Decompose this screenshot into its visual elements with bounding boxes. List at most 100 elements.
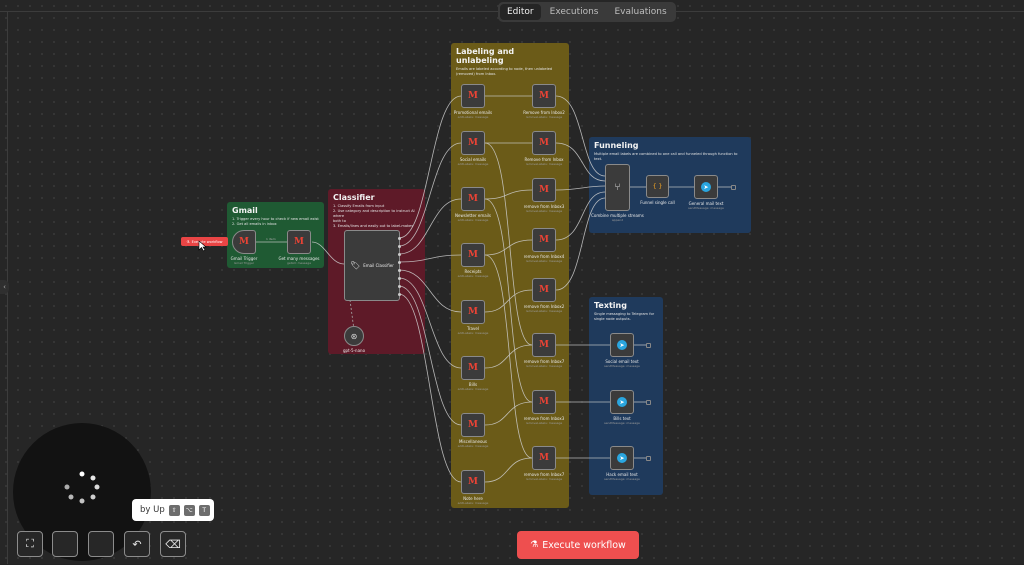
label-email-5-node[interactable]: M: [461, 300, 485, 324]
t-key: T: [198, 504, 210, 516]
remove-inbox-8-sub: removeLabels: message: [525, 477, 563, 481]
remove-inbox-1-sub: removeLabels: message: [525, 115, 563, 119]
execute-workflow-label: Execute workflow: [542, 539, 626, 551]
label-email-1-node[interactable]: M: [461, 84, 485, 108]
view-tabs: Editor Executions Evaluations: [498, 2, 676, 22]
shortcut-tooltip: by Up ⇧ ⌥ T: [132, 499, 214, 521]
gmail-icon: M: [468, 362, 478, 373]
gmail-icon: M: [468, 249, 478, 260]
sticky-classifier-title: Classifier: [333, 193, 375, 202]
funnel-single-call-node[interactable]: { }: [646, 175, 669, 198]
social-email-text-node[interactable]: ➤: [610, 333, 634, 357]
label-email-8-node[interactable]: M: [461, 470, 485, 494]
remove-inbox-5-sub: removeLabels: message: [525, 309, 563, 313]
remove-inbox-8-node[interactable]: M: [532, 446, 556, 470]
gmail-icon: M: [468, 137, 478, 148]
classifier-output-handle[interactable]: [398, 293, 401, 296]
remove-inbox-2-sub: removeLabels: message: [525, 162, 563, 166]
label-email-7-sub: addLabels: message: [457, 444, 489, 448]
gmail-icon: M: [468, 476, 478, 487]
gmail-icon: M: [294, 236, 304, 247]
classifier-output-handle[interactable]: [398, 269, 401, 272]
bills-text-node[interactable]: ➤: [610, 390, 634, 414]
gmail-trigger-node[interactable]: M: [232, 230, 256, 254]
gmail-icon: M: [539, 396, 549, 407]
hack-email-text-sub: sendMessage: message: [604, 477, 640, 481]
fit-view-icon: ⛶: [26, 537, 34, 550]
label-email-2-node[interactable]: M: [461, 131, 485, 155]
sidebar-toggle-button[interactable]: ‹: [0, 280, 9, 294]
get-messages-node[interactable]: M: [287, 230, 311, 254]
remove-inbox-4-label: remove from Inbox4: [523, 254, 565, 259]
fit-view-button[interactable]: ⛶: [17, 531, 43, 557]
remove-inbox-3-label: remove from Inbox3: [523, 204, 565, 209]
model-node[interactable]: ⊛: [344, 326, 364, 346]
email-classifier-node[interactable]: 🏷 Email Classifier: [344, 230, 400, 301]
add-node-handle-2[interactable]: [646, 343, 651, 348]
combine-streams-sub: append: [611, 218, 624, 222]
label-email-8-sub: addLabels: message: [457, 501, 489, 505]
classifier-output-handle[interactable]: [398, 237, 401, 240]
shift-key: ⇧: [168, 504, 180, 516]
tab-executions[interactable]: Executions: [549, 7, 599, 17]
classifier-output-handle[interactable]: [398, 253, 401, 256]
classifier-output-handle[interactable]: [398, 261, 401, 264]
add-node-handle-4[interactable]: [646, 456, 651, 461]
tab-editor[interactable]: Editor: [500, 4, 541, 20]
add-node-handle-1[interactable]: [731, 185, 736, 190]
label-email-3-node[interactable]: M: [461, 187, 485, 211]
classifier-output-handle[interactable]: [398, 285, 401, 288]
remove-inbox-2-node[interactable]: M: [532, 131, 556, 155]
label-email-4-node[interactable]: M: [461, 243, 485, 267]
remove-inbox-6-node[interactable]: M: [532, 333, 556, 357]
label-email-3-sub: addLabels: message: [457, 218, 489, 222]
label-email-2-sub: addLabels: message: [457, 162, 489, 166]
classifier-output-handle[interactable]: [398, 277, 401, 280]
hack-email-text-node[interactable]: ➤: [610, 446, 634, 470]
merge-icon: ⑂: [614, 182, 621, 193]
combine-streams-label: Combine multiple streams: [591, 213, 644, 218]
label-email-6-node[interactable]: M: [461, 356, 485, 380]
remove-inbox-3-node[interactable]: M: [532, 178, 556, 202]
sticky-funneling-title: Funneling: [594, 141, 639, 150]
bills-text-label: Bills text: [613, 416, 631, 421]
telegram-icon: ➤: [617, 397, 627, 407]
remove-inbox-7-node[interactable]: M: [532, 390, 556, 414]
label-email-7-label: Miscellaneous: [458, 439, 488, 444]
general-mail-text-node[interactable]: ➤: [694, 175, 718, 199]
trigger-execute-button[interactable]: ⚗ Execute workflow: [181, 237, 228, 246]
classifier-output-handle[interactable]: [398, 245, 401, 248]
flask-icon: ⚗: [186, 239, 190, 244]
zoom-out-button[interactable]: [88, 531, 114, 557]
telegram-icon: ➤: [617, 453, 627, 463]
tab-evaluations[interactable]: Evaluations: [614, 7, 667, 17]
gmail-icon: M: [539, 184, 549, 195]
zoom-in-button[interactable]: [52, 531, 78, 557]
combine-streams-node[interactable]: ⑂: [605, 164, 630, 211]
gmail-icon: M: [468, 193, 478, 204]
label-email-4-label: Receipts: [464, 269, 482, 274]
undo-icon: ↶: [132, 537, 142, 551]
sticky-labeling-title: Labeling and unlabeling: [456, 47, 515, 65]
add-node-handle-3[interactable]: [646, 400, 651, 405]
loading-spinner-icon: [64, 471, 100, 504]
remove-inbox-7-sub: removeLabels: message: [525, 421, 563, 425]
flask-icon: ⚗: [530, 540, 539, 550]
remove-inbox-3-sub: removeLabels: message: [525, 209, 563, 213]
gmail-icon: M: [468, 306, 478, 317]
tidy-up-button[interactable]: ⌫: [160, 531, 186, 557]
openai-icon: ⊛: [350, 331, 358, 341]
remove-inbox-7-label: remove from Inbox3: [523, 416, 565, 421]
label-email-1-sub: addLabels: message: [457, 115, 489, 119]
remove-inbox-1-node[interactable]: M: [532, 84, 556, 108]
sticky-gmail-body: 1. Trigger every hour to check if new em…: [232, 217, 319, 226]
remove-inbox-4-node[interactable]: M: [532, 228, 556, 252]
execute-workflow-button[interactable]: ⚗ Execute workflow: [517, 531, 639, 559]
tooltip-text: by Up: [140, 505, 165, 515]
social-email-text-label: Social email text: [605, 359, 639, 364]
label-email-1-label: Promotional emails: [453, 110, 493, 115]
undo-button[interactable]: ↶: [124, 531, 150, 557]
label-email-7-node[interactable]: M: [461, 413, 485, 437]
remove-inbox-5-node[interactable]: M: [532, 278, 556, 302]
